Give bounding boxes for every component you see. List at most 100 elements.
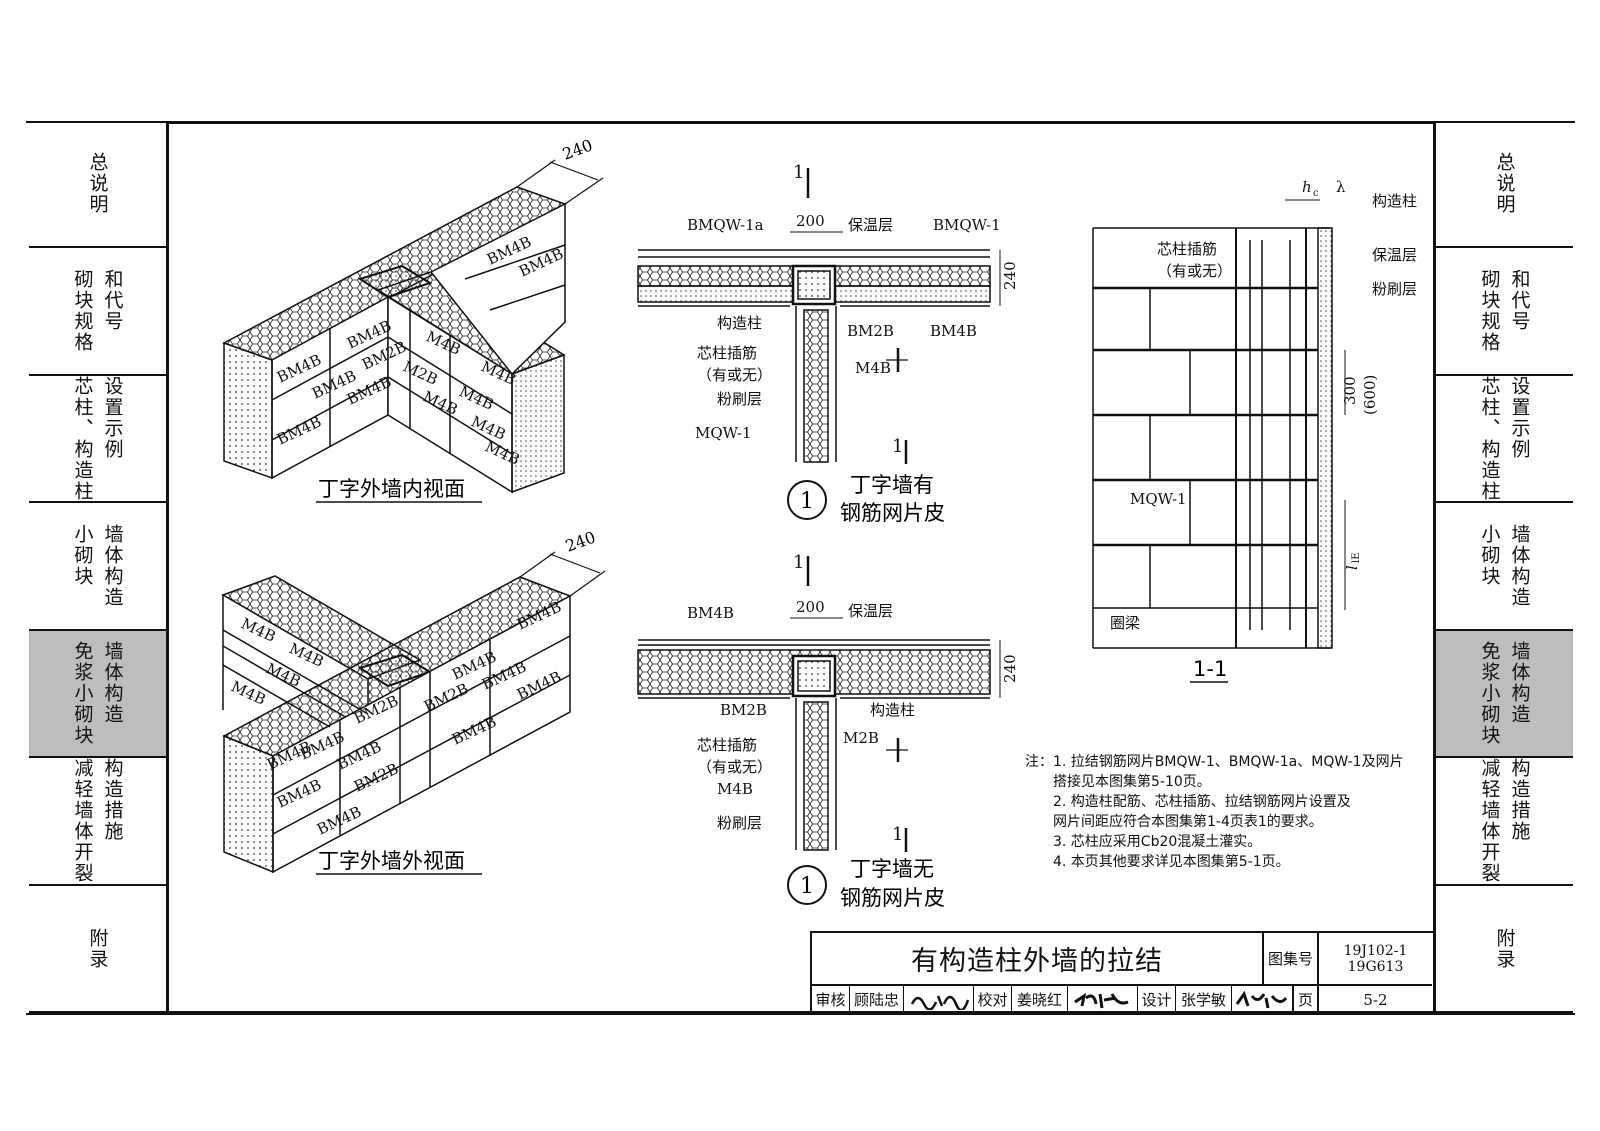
atlas-number: 19J102-1 19G613	[1319, 933, 1432, 986]
svg-text:构造柱: 构造柱	[870, 701, 915, 719]
svg-text:MQW-1: MQW-1	[1130, 490, 1187, 508]
svg-text:300: 300	[1341, 376, 1359, 405]
svg-text:200: 200	[796, 212, 825, 230]
left-tab[interactable]: 墙体构造免浆小砌块	[29, 631, 166, 758]
svg-text:λ: λ	[1336, 178, 1346, 196]
iso-bottom-dim	[519, 551, 606, 597]
plan-top-title-2: 钢筋网片皮	[840, 501, 945, 525]
right-tab[interactable]: 墙体构造免浆小砌块	[1436, 631, 1573, 758]
left-tab-text: 小砌块	[71, 524, 94, 587]
note-line: 注：1. 拉结钢筋网片BMQW-1、BMQW-1a、MQW-1及网片	[1025, 754, 1404, 770]
right-tab[interactable]: 墙体构造小砌块	[1436, 504, 1573, 631]
right-tab-text: 墙体构造	[1508, 524, 1531, 608]
svg-text:c: c	[1313, 188, 1319, 199]
right-tab-text: 芯柱、构造柱	[1478, 375, 1501, 502]
iso-top-dim-value: 240	[560, 135, 595, 163]
plan-bottom-labels: 1 BM4B 200 保温层 240 BM2B 构造柱 芯柱插筋 （有或无） M…	[687, 552, 1019, 852]
iso-bottom-block: M4B	[228, 677, 268, 709]
reviewer-signature	[904, 986, 974, 1013]
svg-text:1: 1	[793, 552, 804, 573]
designer-signature	[1232, 986, 1294, 1013]
left-tab-text: 墙体构造	[101, 524, 124, 608]
page-number: 5-2	[1363, 990, 1388, 1009]
iso-view-outer	[221, 575, 572, 874]
right-tab[interactable]: 附录	[1436, 886, 1573, 1013]
left-tab-label: 设置示例芯柱、构造柱	[70, 376, 126, 502]
reviewer-name: 顾陆忠	[850, 986, 904, 1013]
plan-bottom-title-1: 丁字墙无	[850, 857, 934, 881]
left-tab-label: 墙体构造小砌块	[70, 524, 126, 608]
right-tab[interactable]: 构造措施减轻墙体开裂	[1436, 758, 1573, 886]
svg-text:lE: lE	[1351, 553, 1362, 564]
svg-text:芯柱插筋: 芯柱插筋	[697, 736, 757, 754]
right-tab-label: 墙体构造小砌块	[1477, 524, 1533, 608]
note-line: 3. 芯柱应采用Cb20混凝土灌实。	[1053, 834, 1262, 850]
left-tab-text: 构造措施	[101, 758, 124, 842]
svg-text:芯柱插筋: 芯柱插筋	[697, 344, 757, 362]
right-tab-label: 设置示例芯柱、构造柱	[1477, 376, 1533, 502]
left-tab[interactable]: 墙体构造小砌块	[29, 504, 166, 631]
svg-text:M4B: M4B	[717, 780, 753, 798]
right-tab[interactable]: 和代号砌块规格	[1436, 249, 1573, 376]
left-tab-text: 和代号	[101, 269, 124, 332]
atlas-number-1: 19J102-1	[1343, 942, 1408, 959]
left-tab-label: 和代号砌块规格	[70, 269, 126, 353]
svg-text:(600): (600)	[1361, 375, 1379, 415]
plan-bottom-title-2: 钢筋网片皮	[840, 886, 945, 910]
note-line: 搭接见本图集第5-10页。	[1053, 774, 1211, 790]
svg-text:M2B: M2B	[843, 729, 879, 747]
left-tab[interactable]: 总说明	[29, 121, 166, 248]
plan-top-detail-number: 1	[800, 489, 814, 514]
right-tab-text: 和代号	[1508, 269, 1531, 332]
iso-top-caption: 丁字外墙内视面	[318, 477, 465, 501]
right-tab-label: 总说明	[1492, 152, 1518, 215]
note-line: 2. 构造柱配筋、芯柱插筋、拉结钢筋网片设置及	[1053, 794, 1351, 810]
title-block: 有构造柱外墙的拉结 图集号 19J102-1 19G613 审核 顾陆忠 校对 …	[810, 931, 1433, 1013]
svg-text:MQW-1: MQW-1	[695, 424, 752, 442]
svg-text:粉刷层: 粉刷层	[717, 390, 762, 408]
svg-text:保温层: 保温层	[848, 602, 893, 620]
right-tab-text: 小砌块	[1478, 524, 1501, 587]
checker-signature	[1068, 986, 1138, 1013]
left-tab[interactable]: 设置示例芯柱、构造柱	[29, 376, 166, 503]
svg-text:h: h	[1302, 178, 1312, 196]
bottom-rule	[26, 1013, 1575, 1015]
iso-bottom-caption: 丁字外墙外视面	[318, 849, 465, 873]
svg-text:保温层: 保温层	[1372, 246, 1417, 264]
left-tab-label: 墙体构造免浆小砌块	[70, 641, 126, 746]
svg-text:芯柱插筋: 芯柱插筋	[1157, 240, 1217, 258]
left-tab-label: 构造措施减轻墙体开裂	[70, 758, 126, 884]
right-tab[interactable]: 设置示例芯柱、构造柱	[1436, 376, 1573, 503]
designer-name: 张学敏	[1176, 986, 1232, 1013]
right-tab-label: 和代号砌块规格	[1477, 269, 1533, 353]
svg-text:BMQW-1: BMQW-1	[933, 216, 1001, 234]
svg-text:BMQW-1a: BMQW-1a	[687, 216, 764, 234]
left-tab[interactable]: 和代号砌块规格	[29, 249, 166, 376]
left-tab-label: 总说明	[85, 152, 111, 215]
right-tab-text: 砌块规格	[1478, 269, 1501, 353]
svg-text:构造柱: 构造柱	[1372, 192, 1417, 210]
note-line: 网片间距应符合本图集第1-4页表1的要求。	[1053, 814, 1323, 830]
plan-bottom-drawing	[637, 639, 991, 851]
plan-top-detail-circle	[787, 480, 827, 520]
drawing-frame	[166, 121, 1436, 1014]
right-tab[interactable]: 总说明	[1436, 121, 1573, 248]
drawing-title: 有构造柱外墙的拉结	[812, 933, 1264, 986]
svg-text:BM4B: BM4B	[930, 322, 977, 340]
plan-bottom-detail-circle	[787, 865, 827, 905]
atlas-number-2: 19G613	[1347, 958, 1404, 975]
left-tab-text: 免浆小砌块	[71, 641, 94, 746]
check-label: 校对	[974, 986, 1012, 1013]
left-tab[interactable]: 附录	[29, 886, 166, 1013]
svg-text:BM2B: BM2B	[847, 322, 894, 340]
left-tab-text: 芯柱、构造柱	[71, 375, 94, 502]
review-label: 审核	[812, 986, 850, 1013]
left-tab[interactable]: 构造措施减轻墙体开裂	[29, 758, 166, 886]
section-labels: h c λ 构造柱 芯柱插筋 （有或无） 保温层 粉刷层 300 (600) M…	[1110, 178, 1417, 632]
svg-text:240: 240	[1001, 261, 1019, 290]
left-tab-text: 墙体构造	[101, 641, 124, 725]
left-tab-text: 砌块规格	[71, 269, 94, 353]
right-tab-text: 免浆小砌块	[1478, 641, 1501, 746]
right-tab-label: 墙体构造免浆小砌块	[1477, 641, 1533, 746]
